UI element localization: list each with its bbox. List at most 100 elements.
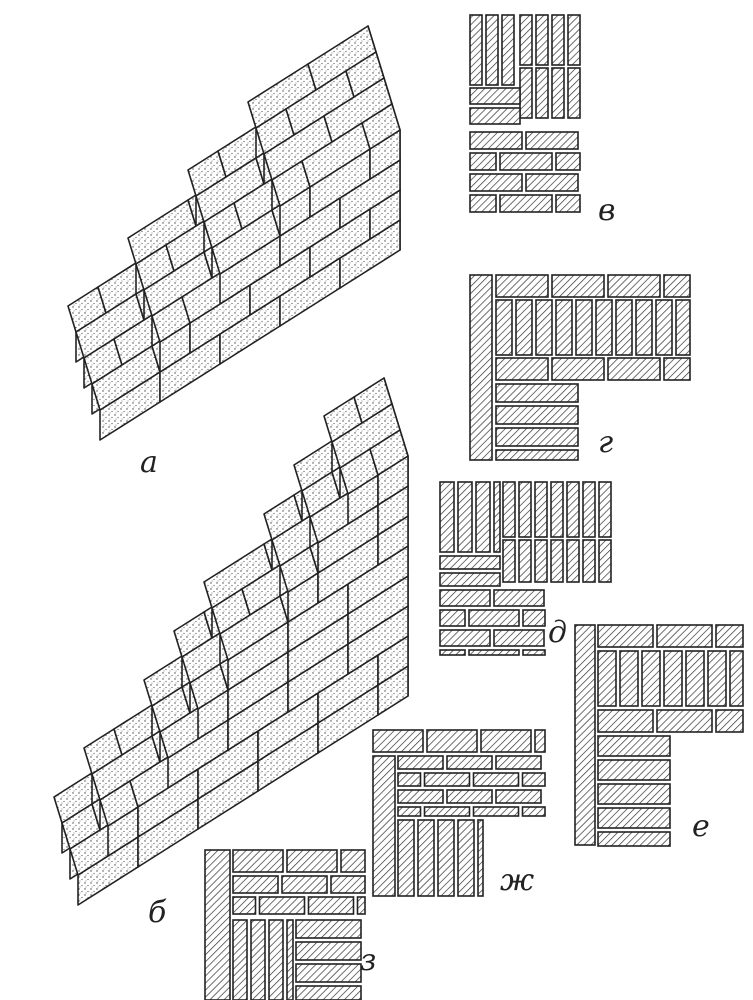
- plan-g: [469, 274, 691, 461]
- brick: [495, 405, 579, 425]
- brick: [469, 107, 521, 125]
- brick: [426, 729, 478, 753]
- brick: [597, 807, 671, 829]
- brick: [521, 772, 546, 787]
- brick: [493, 589, 545, 607]
- brick: [446, 755, 493, 770]
- brick: [707, 650, 727, 707]
- brick: [499, 152, 553, 171]
- plan-d: [439, 481, 612, 656]
- label-figure-v: в: [598, 193, 616, 228]
- brick: [729, 650, 744, 707]
- brick: [495, 357, 549, 381]
- brick: [656, 709, 713, 733]
- brick: [340, 849, 366, 873]
- brick: [397, 819, 415, 897]
- brick: [675, 299, 691, 356]
- brick: [472, 806, 520, 817]
- brick: [641, 650, 661, 707]
- brick: [535, 299, 553, 356]
- brick: [457, 481, 473, 553]
- brick: [550, 481, 564, 538]
- brick: [99, 780, 139, 857]
- brick: [339, 448, 379, 525]
- brick: [501, 14, 515, 86]
- plan-z: [204, 849, 366, 1000]
- brick: [495, 755, 542, 770]
- brick: [295, 963, 362, 983]
- brick: [521, 806, 546, 817]
- brick: [535, 14, 549, 66]
- brick: [551, 274, 605, 298]
- brick: [597, 783, 671, 805]
- brick: [439, 555, 501, 570]
- plan-v: [469, 14, 581, 213]
- brick: [372, 755, 396, 897]
- brick: [232, 875, 279, 894]
- brick: [663, 357, 691, 381]
- brick: [485, 14, 499, 86]
- brick: [397, 806, 422, 817]
- brick: [258, 896, 306, 915]
- brick: [598, 481, 612, 538]
- brick: [522, 649, 546, 656]
- brick: [295, 985, 362, 1000]
- brick: [519, 14, 533, 66]
- brick: [232, 849, 284, 873]
- brick: [597, 709, 654, 733]
- brick: [582, 539, 596, 583]
- brick: [469, 14, 483, 86]
- brick: [597, 831, 671, 847]
- brick: [574, 624, 596, 846]
- brick: [493, 629, 545, 647]
- label-figure-d: д: [548, 615, 568, 650]
- brick: [534, 729, 546, 753]
- plan-zh: [372, 729, 546, 897]
- brick: [551, 67, 565, 119]
- brick: [356, 896, 366, 915]
- brick: [372, 729, 424, 753]
- brick: [469, 152, 497, 171]
- brick: [369, 429, 409, 506]
- brick: [397, 755, 444, 770]
- brick: [555, 152, 581, 171]
- label-figure-b: б: [148, 895, 167, 930]
- brick: [597, 624, 654, 648]
- brick: [204, 849, 231, 1000]
- brick: [567, 14, 581, 66]
- brick: [91, 345, 161, 441]
- brick: [551, 357, 605, 381]
- brick: [457, 819, 475, 897]
- brick: [439, 481, 455, 553]
- brick: [525, 173, 579, 192]
- brick: [469, 173, 523, 192]
- brick: [598, 539, 612, 583]
- brick: [495, 427, 579, 447]
- brick: [307, 896, 355, 915]
- label-figure-e: е: [692, 809, 710, 844]
- label-figure-g: г: [598, 425, 614, 460]
- brick: [519, 67, 533, 119]
- brick: [468, 649, 520, 656]
- brick: [423, 806, 471, 817]
- brick: [286, 919, 294, 1000]
- brick: [397, 772, 422, 787]
- brick: [361, 103, 401, 180]
- brick: [268, 919, 284, 1000]
- brick: [286, 849, 338, 873]
- brick: [232, 896, 257, 915]
- brick: [566, 539, 580, 583]
- label-figure-a: а: [140, 445, 158, 480]
- brick: [534, 481, 548, 538]
- brick: [518, 539, 532, 583]
- brick: [423, 772, 471, 787]
- brick: [685, 650, 705, 707]
- brick: [597, 650, 617, 707]
- brick: [597, 759, 671, 781]
- brick: [281, 875, 328, 894]
- brick: [615, 299, 633, 356]
- masonry-plan-views: [204, 14, 744, 1000]
- plan-e: [574, 624, 744, 847]
- brick: [469, 87, 521, 105]
